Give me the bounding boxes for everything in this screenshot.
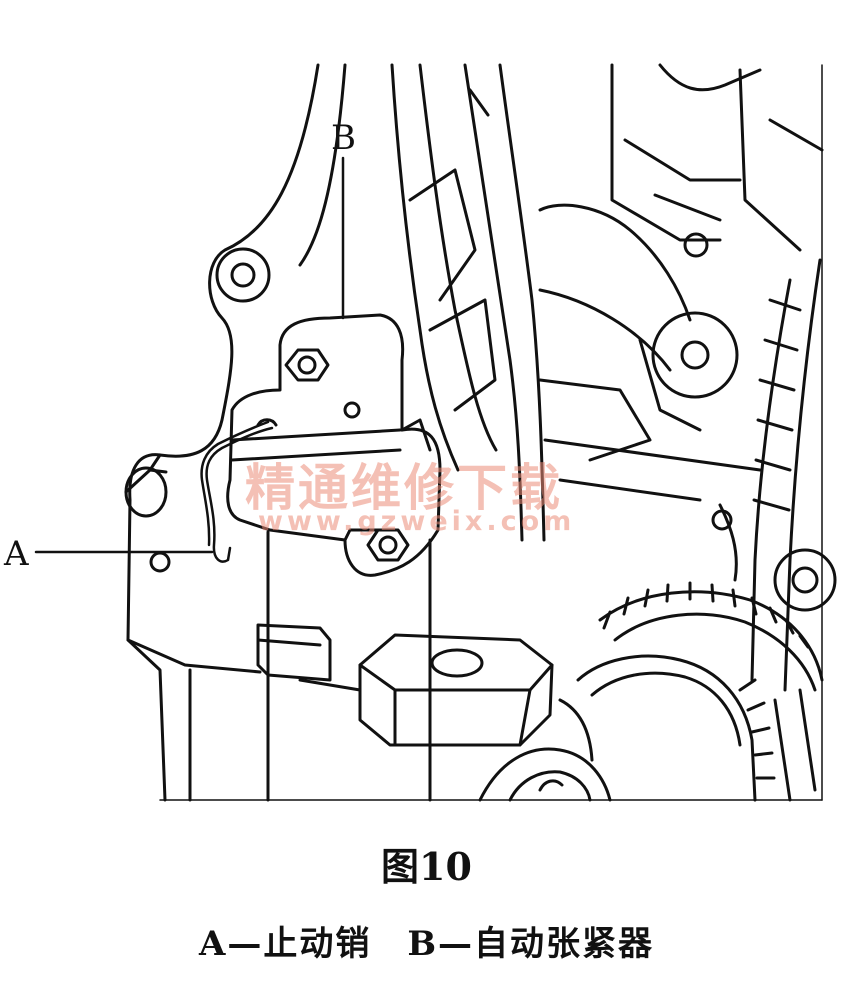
watermark-text: 精通维修下载 — [245, 459, 563, 517]
cam-housing — [538, 63, 824, 502]
watermark-url: www.gzweix.com — [258, 506, 576, 537]
label-b: B — [331, 118, 356, 158]
stop-pin — [200, 420, 274, 563]
chain-guide — [390, 63, 546, 542]
label-a: A — [4, 534, 29, 574]
cut-lines — [159, 64, 823, 801]
leader-lines — [34, 156, 345, 554]
right-chain-guide — [711, 258, 837, 692]
crank-gear — [478, 581, 824, 802]
engine-housing — [124, 63, 432, 802]
auto-tensioner — [226, 313, 442, 577]
figure-caption: A—止动销 B—自动张紧器 — [198, 924, 655, 964]
figure-title: 图10 — [381, 844, 472, 889]
lower-block — [256, 623, 554, 747]
